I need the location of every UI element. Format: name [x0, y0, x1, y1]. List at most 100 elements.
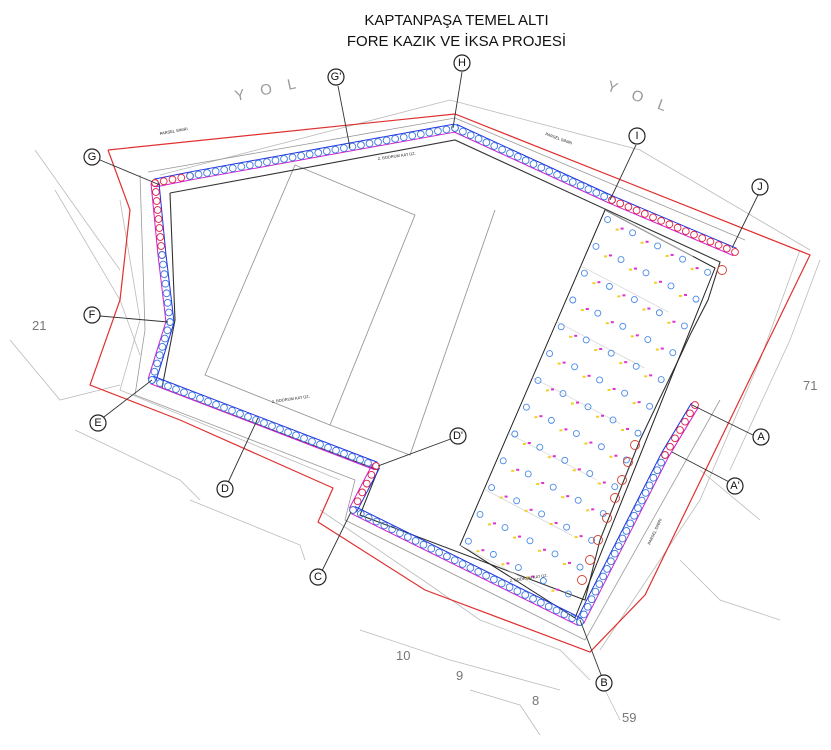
column-mark	[524, 509, 528, 512]
parcel-boundary-line	[89, 113, 811, 653]
pile	[576, 181, 585, 190]
column-circle	[501, 524, 509, 532]
column-mark	[541, 481, 545, 484]
column-circle	[634, 429, 642, 437]
pile	[154, 215, 163, 223]
column-circle	[464, 537, 472, 545]
pile	[159, 260, 167, 269]
column-mark	[597, 482, 601, 485]
drawing-title: KAPTANPAŞA TEMEL ALTI FORE KAZIK VE İKSA…	[0, 10, 831, 52]
parking-grid	[459, 209, 712, 598]
pile	[340, 144, 348, 152]
pile	[506, 149, 514, 158]
column-mark	[551, 589, 555, 592]
pile	[382, 136, 391, 145]
pile	[152, 197, 161, 205]
column-mark	[546, 389, 549, 392]
pile	[657, 458, 665, 467]
column-circle	[597, 443, 605, 451]
pile	[155, 224, 164, 232]
pile	[560, 610, 569, 619]
column-mark	[632, 402, 636, 405]
pile	[148, 376, 156, 384]
pile	[490, 142, 499, 150]
pile	[529, 160, 538, 168]
column-mark	[596, 415, 599, 418]
section-marker-label: B	[600, 677, 607, 689]
section-marker-d-prime: D'	[449, 427, 467, 445]
column-circle	[607, 349, 615, 357]
wall-line	[356, 467, 380, 513]
pile	[292, 431, 300, 440]
wall-line	[351, 513, 579, 627]
column-mark	[504, 495, 508, 498]
pile	[236, 409, 244, 418]
pile	[599, 572, 608, 581]
section-marker-circle	[83, 148, 101, 166]
pile	[372, 517, 381, 526]
pile	[622, 527, 631, 535]
section-marker-i: I	[628, 127, 646, 145]
column-mark	[619, 362, 623, 365]
section-marker-label: E	[94, 417, 101, 429]
pile	[645, 481, 654, 490]
pile	[349, 506, 357, 514]
pile	[364, 459, 372, 467]
section-marker-circle	[453, 54, 471, 72]
section-marker-a-prime: A'	[726, 477, 744, 495]
pile	[690, 230, 698, 239]
title-line-2: FORE KAZIK VE İKSA PROJESİ	[346, 33, 567, 50]
section-marker-a: A	[752, 428, 770, 446]
column-circle	[559, 390, 567, 398]
column-mark	[566, 495, 570, 498]
pile	[657, 216, 666, 225]
pile	[308, 437, 316, 446]
pile	[608, 196, 616, 204]
grid-line	[484, 488, 573, 536]
column-mark	[534, 416, 538, 419]
pile	[245, 161, 254, 170]
pile	[396, 529, 404, 538]
pile	[583, 602, 592, 611]
pile	[156, 379, 164, 387]
column-mark	[604, 255, 607, 258]
column-mark	[518, 535, 521, 538]
pile	[466, 564, 475, 572]
column-mark	[601, 414, 604, 417]
pile	[673, 223, 682, 232]
parcel-boundary-label: PARSEL SINIRI	[545, 131, 573, 145]
column-mark	[571, 402, 574, 405]
column-pile	[602, 513, 612, 523]
pile	[529, 594, 537, 603]
section-marker-d: D	[216, 480, 234, 498]
column-mark	[605, 322, 609, 325]
column-mark	[551, 388, 554, 391]
column-mark	[645, 240, 649, 243]
pile	[482, 571, 490, 580]
column-mark	[529, 508, 533, 511]
pile	[603, 565, 611, 573]
pile	[220, 165, 229, 174]
column-mark	[607, 388, 611, 391]
column-circle	[584, 403, 592, 411]
section-marker-circle	[216, 480, 234, 498]
pile	[374, 138, 382, 146]
pile	[153, 359, 161, 368]
column-circle	[619, 322, 627, 330]
column-circle	[655, 309, 663, 317]
column-circle	[524, 470, 532, 478]
pile	[163, 299, 172, 307]
column-mark	[574, 334, 578, 337]
wall-line	[158, 182, 167, 255]
column-circle	[580, 269, 588, 277]
pile	[160, 270, 169, 278]
column-mark	[634, 267, 637, 270]
pile	[610, 549, 619, 558]
pile	[164, 382, 172, 390]
column-mark	[513, 536, 516, 539]
column-mark	[654, 281, 657, 284]
pile	[150, 367, 159, 376]
pile	[691, 401, 699, 409]
column-circle	[594, 309, 602, 317]
